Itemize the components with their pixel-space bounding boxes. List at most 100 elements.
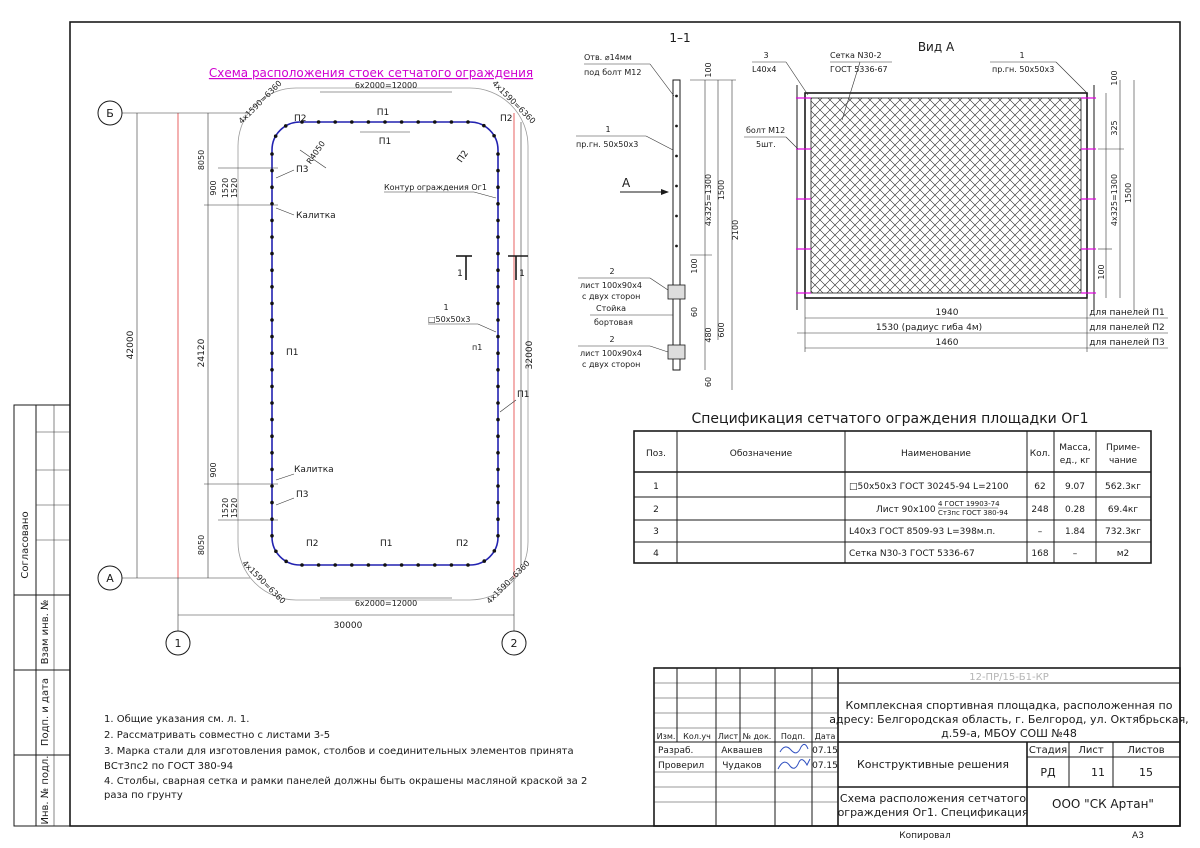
panel-label-p1-bottom: П1 (380, 539, 393, 549)
dim-42000: 42000 (126, 330, 136, 359)
post-marker (274, 549, 278, 554)
spec-cell-name: □50х50х3 ГОСТ 30245-94 L=2100 (849, 482, 1009, 492)
spec-cell-pos: 4 (653, 549, 659, 559)
post-marker (366, 563, 371, 567)
post-marker (270, 334, 274, 339)
view-title: Вид А (918, 40, 955, 54)
post-marker (482, 123, 486, 128)
post-marker (270, 434, 274, 439)
spec-cell-mass: 9.07 (1065, 482, 1085, 492)
view-panel-frame (804, 92, 1088, 299)
spec-header-name: Наименование (901, 449, 971, 459)
dim-1520-bottom-a: 1520 (221, 498, 230, 518)
section-pos2-bottom: 2 (609, 335, 614, 344)
gate-label-bottom: Калитка (294, 465, 334, 475)
fence-posts (270, 120, 500, 567)
post-marker (449, 120, 454, 124)
view-tube-label: пр.гн. 50х50х3 (992, 65, 1054, 74)
pos-label-1: 1 (443, 303, 448, 312)
dim-1520-top-a: 1520 (221, 178, 230, 198)
section-curb-label-1: Стойка (596, 304, 626, 313)
spec-header-qty: Кол. (1030, 449, 1051, 459)
section-dim-480: 480 (704, 327, 713, 342)
post-marker (270, 484, 274, 488)
view-width-1530: 1530 (радиус гиба 4м) (876, 323, 982, 333)
post-marker (300, 563, 304, 567)
post-marker (273, 134, 278, 138)
section-both-sides-top: с двух сторон (582, 292, 640, 301)
side-stamp-sign-date: Подп. и дата (40, 678, 51, 746)
checker-signature (777, 758, 811, 770)
section-plate-bottom (667, 344, 686, 360)
stage-label: Стадия (1029, 745, 1067, 756)
radius-leader (299, 149, 327, 169)
spec-row: 2 Лист 90х100 4 ГОСТ 19903-74 Ст3пс ГОСТ… (653, 500, 1138, 517)
section-bolt-holes (675, 94, 678, 248)
spec-cell-note: 562.3кг (1105, 482, 1141, 492)
section-dim-60-bottom: 60 (704, 377, 713, 387)
view-angle-label: L40х4 (752, 65, 776, 74)
dim-top-span: 6x2000=12000 (355, 81, 417, 90)
view-for-p3: для панелей П3 (1089, 338, 1165, 348)
view-bolt-marks (796, 97, 1096, 294)
view-mesh (810, 97, 1082, 294)
panel-label-p1-top-lower: П1 (379, 137, 392, 147)
axis-bubble-b (97, 100, 123, 126)
post-marker (270, 517, 274, 521)
post-marker (270, 235, 274, 239)
leader-gate-bottom (275, 473, 295, 481)
spec-cell-name: Сетка N30-3 ГОСТ 5336-67 (849, 549, 975, 559)
panel-label-p3-bottom: П3 (296, 490, 309, 500)
post-marker (350, 120, 354, 124)
post-marker (270, 467, 274, 472)
dim-bottom-span: 6x2000=12000 (355, 599, 417, 608)
post-marker (492, 549, 497, 553)
profile-leader (477, 323, 497, 333)
section-view-arrow-label: А (622, 176, 631, 190)
sheet-value: 11 (1091, 766, 1105, 779)
panel-label-p2-tr-inner: П2 (456, 149, 471, 165)
spec-cell-qty: 248 (1031, 505, 1048, 515)
side-stamp-inv-original: Инв. № подл. (40, 756, 51, 825)
post-marker (316, 563, 321, 567)
dim-30000: 30000 (334, 621, 363, 631)
section-dim-2100: 2100 (731, 220, 740, 240)
tb-header-izm: Изм. (657, 732, 676, 741)
sheet-title-line: Схема расположения сетчатого (840, 792, 1026, 805)
spec-cell-qty: 62 (1034, 482, 1045, 492)
section-plate-top-label: лист 100х90х4 (580, 281, 642, 290)
profile-label: □50х50х3 (428, 315, 470, 324)
outer-dimension-contour (237, 87, 529, 601)
panel-label-p2-bl: П2 (306, 539, 319, 549)
post-marker (496, 384, 500, 389)
view-bolt-leader (785, 136, 799, 150)
post-marker (466, 120, 470, 124)
post-marker (270, 351, 274, 356)
spec-cell-mass: – (1073, 549, 1078, 559)
side-stamp-replaced-inv: Взам инв. № (40, 600, 51, 665)
section-hole-leader (649, 63, 675, 97)
dim-24120: 24120 (197, 338, 207, 367)
post-marker (270, 318, 274, 322)
leader-p3-bottom (275, 497, 295, 506)
post-marker (433, 563, 437, 567)
axis-label-b: Б (106, 107, 114, 120)
project-line: д.59-а, МБОУ СОШ №48 (941, 727, 1077, 740)
dim-corner-tl: 4x1590=6360 (237, 79, 284, 126)
note-line: 4. Столбы, сварная сетка и рамки панелей… (104, 776, 587, 787)
panel-label-p2-tr: П2 (500, 114, 513, 124)
spec-header-mass-2: ед., кг (1060, 456, 1091, 466)
post-marker (270, 185, 274, 189)
section-plate-top-leader (649, 277, 669, 291)
post-marker (466, 563, 470, 567)
section-name: Конструктивные решения (857, 758, 1009, 771)
post-marker (496, 517, 500, 521)
general-notes: 1. Общие указания см. л. 1. 2. Рассматри… (104, 714, 587, 801)
organization: ООО "СК Артан" (1052, 797, 1154, 811)
axis-bubble-2 (501, 630, 527, 656)
post-marker (416, 120, 421, 124)
panel-label-p1-right: П1 (517, 390, 530, 400)
doc-code: 12-ПР/15-Б1-КР (969, 672, 1049, 683)
panel-label-p1-top: П1 (377, 108, 390, 118)
